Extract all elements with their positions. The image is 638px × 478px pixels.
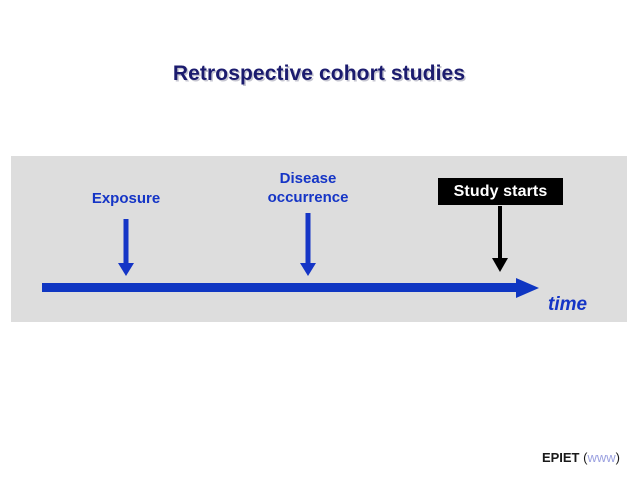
- arrow-head: [300, 263, 316, 276]
- down-arrow-icon-disease-occurrence: [296, 213, 320, 277]
- timeline-axis-shaft: [42, 283, 520, 292]
- footer-close-paren: ): [615, 450, 620, 465]
- down-arrow-icon-exposure: [114, 219, 138, 277]
- event-label-exposure: Exposure: [91, 190, 161, 207]
- event-label-disease-occurrence: Disease occurrence: [267, 170, 349, 206]
- timeline-arrowhead-icon: [516, 278, 539, 298]
- timeline-axis-label: time: [548, 294, 588, 315]
- arrow-shaft: [123, 219, 129, 264]
- footer-www-link[interactable]: www: [587, 450, 616, 465]
- timeline-axis: [42, 278, 539, 298]
- footer-org: EPIET: [541, 450, 580, 465]
- event-label-study-starts: Study starts: [438, 178, 563, 205]
- arrow-shaft: [498, 206, 502, 259]
- down-arrow-icon-study-starts: [489, 206, 511, 273]
- footer-open-paren: (: [583, 450, 588, 465]
- page-title: Retrospective cohort studies: [172, 62, 466, 85]
- arrow-shaft: [305, 213, 311, 264]
- footer: EPIET (www): [0, 450, 620, 465]
- arrow-head: [118, 263, 134, 276]
- arrow-head: [492, 258, 508, 272]
